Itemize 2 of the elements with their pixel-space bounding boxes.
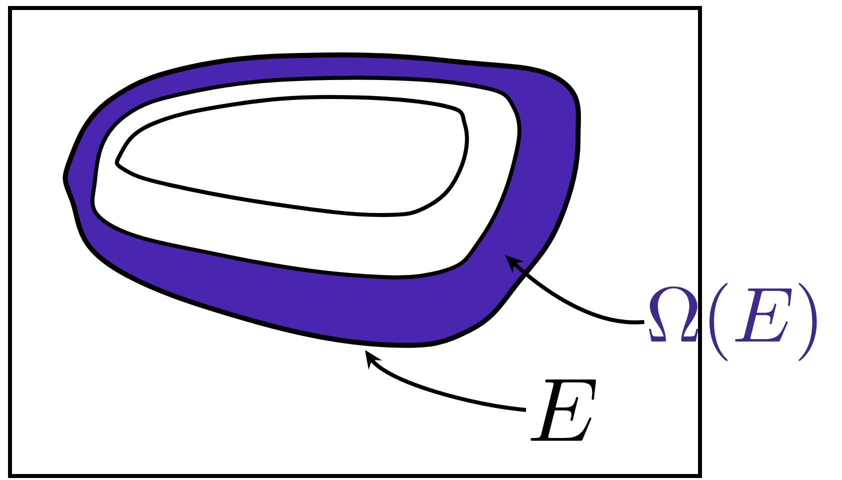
math-label: $E$ bbox=[530, 380, 596, 441]
ring-drawing bbox=[62, 52, 581, 348]
